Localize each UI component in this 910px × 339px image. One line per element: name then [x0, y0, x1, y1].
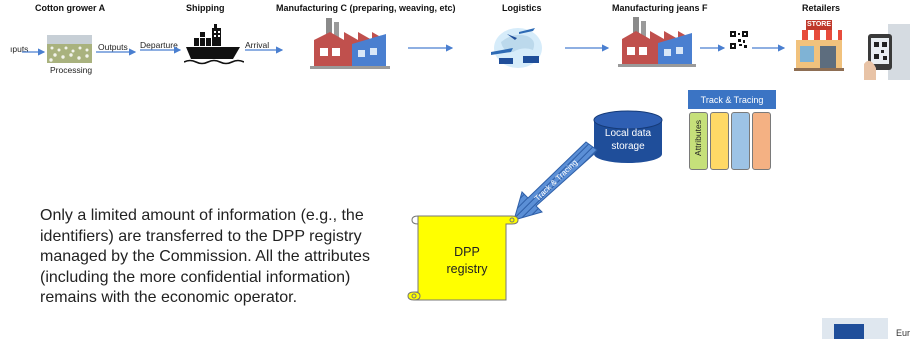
eu-logo-text: Eur	[896, 328, 910, 338]
dpp-line1: DPP	[454, 245, 480, 259]
dpp-line2: registry	[446, 262, 488, 276]
phone-scan-icon	[862, 24, 910, 80]
factory-icon-manufacturing-c	[310, 14, 390, 70]
attributes-bar-green	[689, 112, 708, 170]
ship-icon	[183, 24, 245, 66]
departure-label: Departure	[140, 40, 178, 50]
stage-title-cotton-grower: Cotton grower A	[35, 3, 106, 13]
dpp-registry-label: DPP registry	[432, 244, 502, 278]
store-icon: STORE	[790, 20, 848, 72]
stage-title-shipping: Shipping	[186, 3, 225, 13]
store-sign: STORE	[807, 21, 831, 28]
stage-title-manufacturing-c: Manufacturing C (preparing, weaving, etc…	[276, 3, 456, 13]
local-storage-line2: storage	[611, 141, 645, 152]
attributes-bar-orange	[752, 112, 771, 170]
stage-title-retailers: Retailers	[802, 3, 841, 13]
factory-icon-manufacturing-f	[618, 14, 696, 68]
local-storage-line1: Local data	[604, 128, 652, 139]
arrival-label: Arrival	[245, 40, 270, 50]
attributes-bar-blue	[731, 112, 750, 170]
inputs-label: ıputs	[10, 44, 29, 54]
eu-building-image	[822, 318, 888, 339]
attributes-label: Attributes	[693, 120, 703, 156]
local-data-storage-cylinder	[592, 110, 664, 166]
track-tracing-header: Track & Tracing	[688, 90, 776, 109]
cotton-field-image	[47, 35, 92, 63]
dpp-registry-scroll	[404, 208, 520, 308]
stage-title-logistics: Logistics	[502, 3, 542, 13]
stage-title-manufacturing-f: Manufacturing jeans F	[612, 3, 708, 13]
qr-code-icon	[730, 31, 748, 49]
description-text: Only a limited amount of information (e.…	[40, 207, 370, 306]
processing-label: Processing	[50, 65, 93, 75]
eu-flag-icon	[834, 324, 864, 339]
outputs-label: Outputs	[98, 42, 128, 52]
local-data-storage-label: Local data storage	[598, 127, 658, 153]
attributes-bar-yellow	[710, 112, 729, 170]
logistics-globe-icon	[483, 22, 553, 70]
